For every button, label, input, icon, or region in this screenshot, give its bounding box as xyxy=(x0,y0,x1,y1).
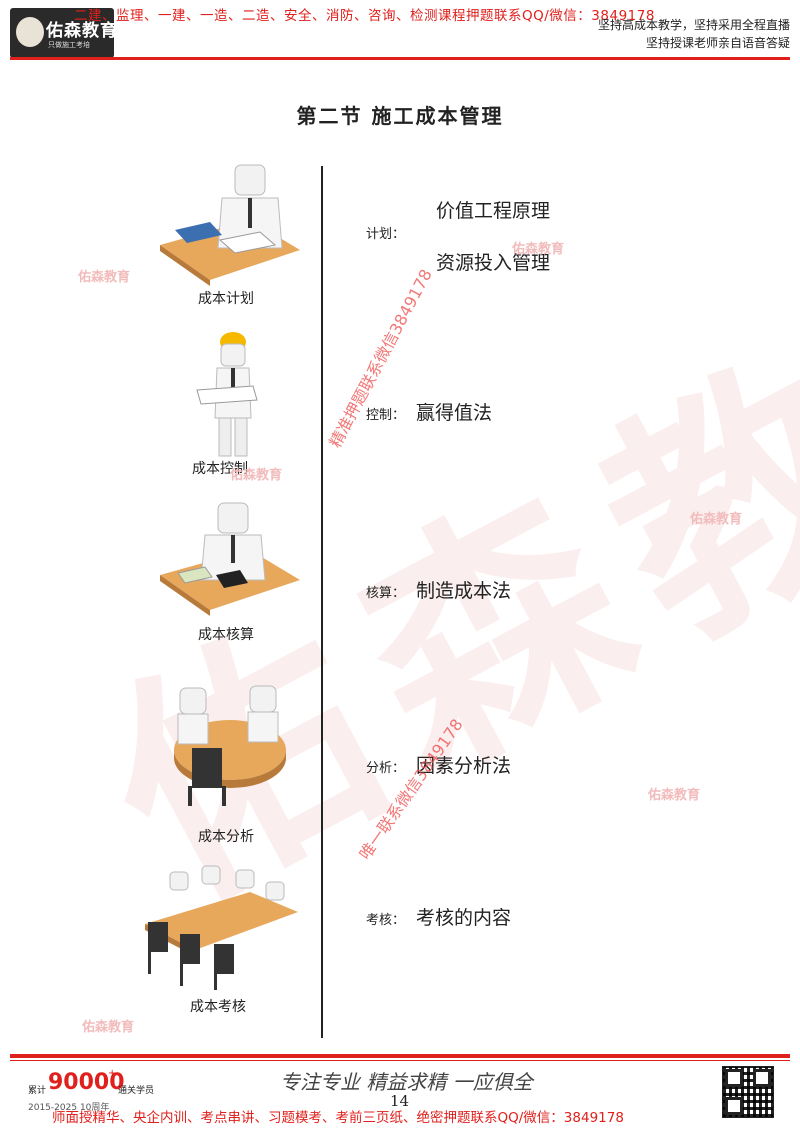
calculator-desk-figure-icon xyxy=(150,495,310,625)
logo-text: 佑森教育 xyxy=(46,21,118,41)
section-label: 分析： xyxy=(366,761,406,776)
brand-logo: 佑森教育 只做施工考培 xyxy=(10,8,117,58)
worker-hardhat-figure-icon xyxy=(155,330,315,460)
section-item: 因素分析法 xyxy=(416,755,512,777)
student-count-plus: + xyxy=(108,1068,117,1079)
footer-signature: 专注专业 精益求精 一应俱全 xyxy=(280,1070,533,1094)
section-item: 资源投入管理 xyxy=(436,252,551,274)
section-item: 价值工程原理 xyxy=(436,200,551,222)
section-label: 核算： xyxy=(366,586,406,601)
years-anniversary: 10周年 xyxy=(79,1103,110,1113)
logo-seal-icon xyxy=(16,17,44,47)
section-label: 控制： xyxy=(366,408,406,423)
section-caption: 成本核算 xyxy=(198,627,254,643)
logo-watermark: 佑森教育 xyxy=(648,788,701,803)
logo-watermark: 佑森教育 xyxy=(690,512,743,527)
logo-watermark: 佑森教育 xyxy=(512,242,565,257)
header-tagline-2: 坚持授课老师亲自语音答疑 xyxy=(645,36,790,50)
footer-promo: 师面授精华、央企内训、考点串讲、习题模考、考前三页纸、绝密押题联系QQ/微信：3… xyxy=(52,1110,624,1126)
section-label: 计划： xyxy=(366,227,406,242)
section-item: 制造成本法 xyxy=(416,580,512,602)
page-title: 第二节 施工成本管理 xyxy=(296,104,504,128)
qr-corner xyxy=(753,1069,771,1087)
logo-slogan: 只做施工考培 xyxy=(48,41,90,49)
qr-corner xyxy=(725,1097,743,1115)
section-label: 考核： xyxy=(366,913,406,928)
logo-watermark: 佑森教育 xyxy=(78,270,131,285)
planning-desk-figure-icon xyxy=(150,160,310,290)
student-count: 90000 xyxy=(48,1070,125,1095)
logo-watermark: 佑森教育 xyxy=(230,468,283,483)
round-table-figures-icon xyxy=(150,678,310,808)
header-promo: 二建、监理、一建、一造、二造、安全、消防、咨询、检测课程押题联系QQ/微信：38… xyxy=(74,8,655,24)
section-caption: 成本考核 xyxy=(190,999,246,1015)
section-item: 赢得值法 xyxy=(416,402,493,424)
student-count-prefix: 累计 xyxy=(28,1086,47,1096)
qr-corner xyxy=(725,1069,743,1087)
header-tagline-1: 坚持高成本教学，坚持采用全程直播 xyxy=(597,18,790,32)
years-range: 2015-2025 xyxy=(28,1103,78,1113)
logo-watermark: 佑森教育 xyxy=(82,1020,135,1035)
student-count-suffix: 通关学员 xyxy=(118,1086,155,1096)
section-caption: 成本计划 xyxy=(198,291,254,307)
anniversary-years: 2015-2025 10周年 xyxy=(28,1100,109,1113)
page-number: 14 xyxy=(390,1092,410,1110)
section-caption: 成本分析 xyxy=(198,829,254,845)
section-item: 考核的内容 xyxy=(416,907,512,929)
footer-divider-thin xyxy=(10,1060,790,1061)
header-divider xyxy=(10,57,790,60)
vertical-divider xyxy=(321,166,323,1038)
footer-divider xyxy=(10,1054,790,1058)
section-caption: 成本控制 xyxy=(192,461,248,477)
meeting-table-figures-icon xyxy=(140,862,300,992)
qr-code-icon xyxy=(722,1066,774,1118)
